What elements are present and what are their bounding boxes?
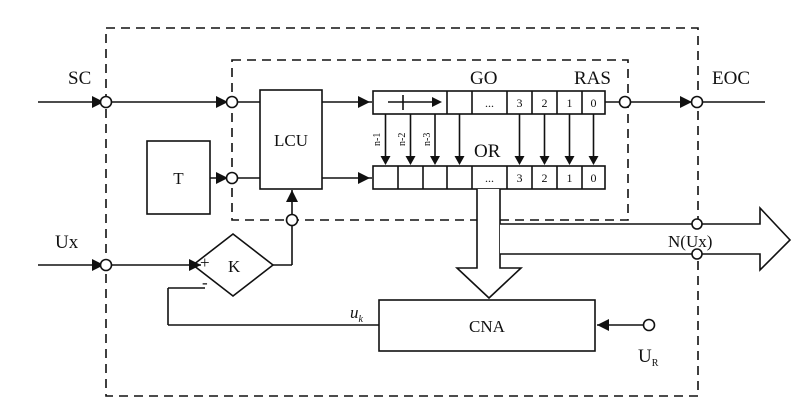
ras-label: RAS <box>574 68 611 89</box>
bus-terminal-top <box>691 218 703 230</box>
go-cell-0: 0 <box>591 96 597 110</box>
or-cell-dots: ... <box>485 171 494 185</box>
bit-label-n3: n-3 <box>422 133 433 146</box>
go-cell-2: 2 <box>542 96 548 110</box>
or-cell-1: 1 <box>567 171 573 185</box>
lcu-clock-terminal <box>225 171 239 185</box>
or-label: OR <box>474 141 501 162</box>
go-register: ... 3 2 1 0 <box>372 90 606 115</box>
eoc-terminal <box>690 95 704 109</box>
bit-label-n1: n-1 <box>372 133 383 146</box>
go-cell-1: 1 <box>567 96 573 110</box>
uk-label: uk <box>350 303 364 325</box>
ur-terminal <box>642 318 656 332</box>
go-cell-3: 3 <box>517 96 523 110</box>
lcu-block <box>259 89 323 190</box>
go-label: GO <box>470 68 497 89</box>
go-cell-dots: ... <box>485 96 494 110</box>
comparator-plus: + <box>200 253 210 272</box>
cna-label: CNA <box>469 317 506 336</box>
comparator-minus: - <box>202 273 208 292</box>
lcu-label: LCU <box>274 131 308 150</box>
or-cell-2: 2 <box>542 171 548 185</box>
output-bus-arrow <box>500 205 792 272</box>
sc-label: SC <box>68 68 91 89</box>
eoc-label: EOC <box>712 68 750 89</box>
or-cell-0: 0 <box>591 171 597 185</box>
cna-block <box>378 299 596 352</box>
n-ux-label: N(Ux) <box>668 232 712 251</box>
or-cell-3: 3 <box>517 171 523 185</box>
ur-label: UR <box>638 346 659 369</box>
bit-transfer-arrows <box>380 114 599 165</box>
or-to-cna-bus-arrow <box>454 189 524 300</box>
timer-block <box>146 140 211 215</box>
timer-label: T <box>173 169 184 188</box>
ux-terminal <box>99 258 113 272</box>
ux-label: Ux <box>55 232 79 253</box>
bit-label-n2: n-2 <box>397 133 408 146</box>
comparator-label: K <box>228 257 241 276</box>
sc-terminal <box>99 95 113 109</box>
or-register: ... 3 2 1 0 <box>372 165 606 190</box>
lcu-sc-terminal <box>225 95 239 109</box>
ras-terminal <box>618 95 632 109</box>
bus-terminal-bottom <box>691 248 703 260</box>
inner-dashed-boundary <box>231 59 629 221</box>
comparator-out-terminal <box>285 213 299 227</box>
